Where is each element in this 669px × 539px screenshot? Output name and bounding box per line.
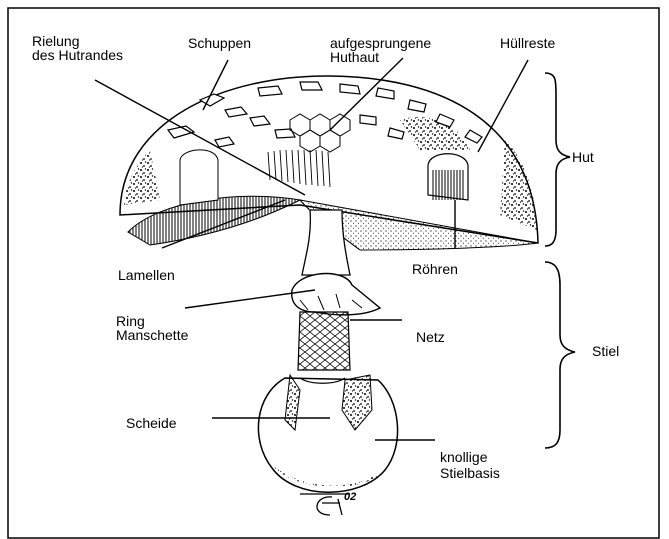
label-knollige: knollige	[440, 450, 487, 465]
label-stiel: Stiel	[592, 344, 619, 359]
label-netz: Netz	[416, 330, 445, 345]
label-manschette: Manschette	[116, 328, 188, 343]
signature-year: 02	[344, 490, 356, 505]
brace-hut	[545, 73, 570, 246]
label-rielung-2: des Hutrandes	[32, 48, 123, 63]
label-schuppen: Schuppen	[188, 36, 251, 51]
signature	[317, 497, 342, 515]
label-roehren: Röhren	[412, 262, 458, 277]
label-huellreste: Hüllreste	[500, 36, 555, 51]
label-scheide: Scheide	[126, 416, 177, 431]
brace-stiel	[545, 262, 575, 448]
label-stielbasis: Stielbasis	[440, 466, 500, 481]
net-zone	[298, 312, 350, 370]
label-lamellen: Lamellen	[118, 268, 175, 283]
label-aufgesprungene-2: Huthaut	[330, 50, 379, 65]
braces	[545, 73, 575, 448]
label-hut: Hut	[572, 150, 594, 165]
bulb	[258, 375, 397, 494]
